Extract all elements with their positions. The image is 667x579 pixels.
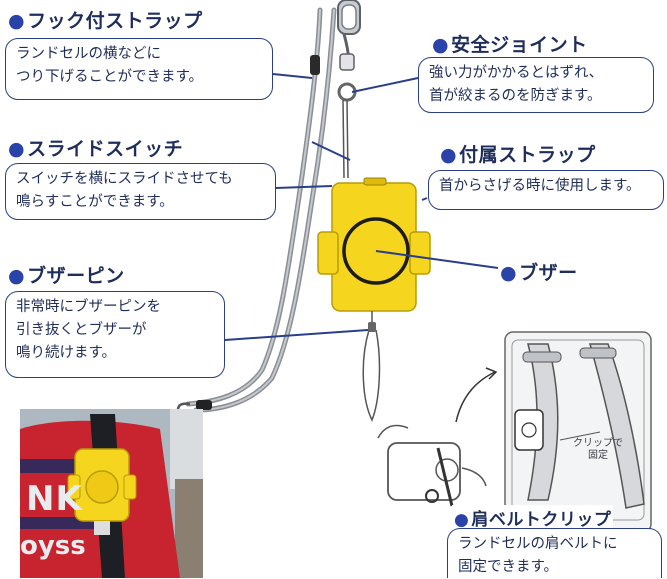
desc-buzzer-pin-line: 非常時にブザーピンを [16, 299, 161, 315]
clip-label: クリップで 固定 [562, 438, 634, 462]
title-buzzer-pin: ●ブザーピン [8, 261, 125, 288]
usage-photo-drawing [20, 409, 203, 578]
safety-joint [310, 55, 320, 75]
leader-lines [224, 73, 499, 341]
desc-slide-switch-line: 鳴らすことができます。 [16, 194, 174, 210]
buzzer-body-icon [317, 177, 431, 312]
title-buzzer-pin-text: ブザーピン [27, 265, 125, 287]
title-hook-strap: ●フック付ストラップ [8, 6, 203, 33]
snap-hook-icon [337, 0, 361, 71]
bullet-icon: ● [8, 265, 26, 287]
desc-safety-joint-line: 首が絞まるのを防ぎます。 [429, 88, 602, 104]
desc-buzzer-pin: 非常時にブザーピンを 引き抜くとブザーが 鳴り続けます。 [5, 291, 225, 378]
desc-shoulder-clip-line: ランドセルの肩ベルトに [458, 536, 618, 552]
title-attached-strap: ●付属ストラップ [440, 140, 596, 167]
neck-strap-inner [187, 9, 335, 411]
desc-hook-strap: ランドセルの横などに つり下げることができます。 [5, 38, 273, 100]
title-attached-strap-text: 付属ストラップ [459, 144, 596, 166]
desc-attached-strap: 首からさげる時に使用します。 [428, 170, 664, 210]
desc-hook-strap-line: つり下げることができます。 [16, 69, 204, 85]
desc-slide-switch: スイッチを横にスライドさせても 鳴らすことができます。 [5, 163, 276, 220]
desc-attached-strap-line: 首からさげる時に使用します。 [439, 178, 641, 194]
usage-photo: NK oyss [20, 409, 203, 578]
bullet-icon: ● [440, 144, 458, 166]
bullet-icon: ● [500, 262, 518, 284]
desc-buzzer-pin-line: 鳴り続けます。 [16, 345, 117, 361]
clip-label-line: 固定 [588, 450, 608, 461]
clip-illustration [377, 424, 487, 507]
desc-safety-joint: 強い力がかかるとはずれ、 首が絞まるのを防ぎます。 [418, 57, 654, 113]
bullet-icon: ● [454, 510, 470, 530]
bullet-icon: ● [432, 34, 450, 56]
shirt-print-1: NK [26, 479, 83, 519]
arrow-icon [455, 371, 496, 423]
title-slide-switch-text: スライドスイッチ [27, 138, 184, 160]
title-buzzer: ●ブザー [500, 258, 578, 285]
title-buzzer-text: ブザー [519, 262, 578, 284]
bullet-icon: ● [8, 10, 26, 32]
desc-shoulder-clip-line: 固定できます。 [458, 559, 559, 575]
title-hook-strap-text: フック付ストラップ [27, 10, 203, 32]
desc-buzzer-pin-line: 引き抜くとブザーが [16, 322, 147, 338]
shirt-print-2: oyss [20, 531, 86, 561]
title-safety-joint-text: 安全ジョイント [451, 34, 588, 56]
title-shoulder-clip: ●肩ベルトクリップ [452, 505, 614, 530]
desc-hook-strap-line: ランドセルの横などに [16, 46, 161, 62]
desc-shoulder-clip: ランドセルの肩ベルトに 固定できます。 [447, 528, 662, 578]
desc-safety-joint-line: 強い力がかかるとはずれ、 [429, 65, 604, 81]
bullet-icon: ● [8, 138, 26, 160]
title-shoulder-clip-text: 肩ベルトクリップ [471, 510, 612, 530]
desc-slide-switch-line: スイッチを横にスライドさせても [16, 171, 233, 187]
title-slide-switch: ●スライドスイッチ [8, 134, 183, 161]
strap-stopper [196, 400, 212, 410]
backpack-illustration [504, 331, 652, 533]
clip-label-line: クリップで [573, 438, 623, 449]
title-safety-joint: ●安全ジョイント [432, 30, 588, 57]
